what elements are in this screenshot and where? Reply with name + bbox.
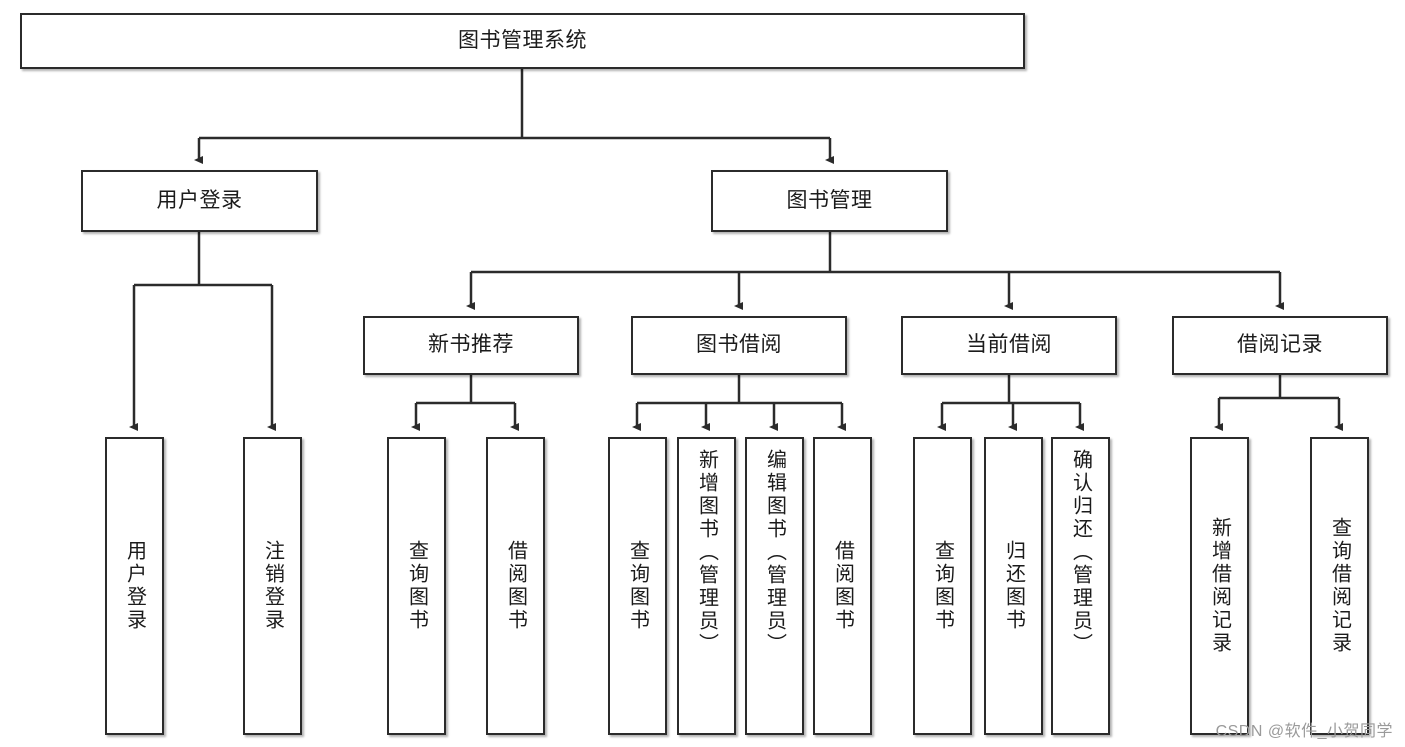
node-leaf-bb-edit[interactable]: 编辑图书（管理员） xyxy=(745,437,804,735)
node-root[interactable]: 图书管理系统 xyxy=(20,13,1025,69)
node-leaf-cb-return-label: 归还图书 xyxy=(1002,540,1025,632)
node-leaf-bb-query-label: 查询图书 xyxy=(626,540,649,632)
node-book-manage-label: 图书管理 xyxy=(786,188,873,212)
node-book-borrow-label: 图书借阅 xyxy=(696,333,782,357)
node-user-login-label: 用户登录 xyxy=(156,188,243,212)
node-leaf-br-add-label: 新增借阅记录 xyxy=(1208,517,1231,655)
csdn-watermark: CSDN @软件_小贺同学 xyxy=(1215,723,1393,740)
node-new-book-rec-label: 新书推荐 xyxy=(428,333,514,357)
node-current-borrow[interactable]: 当前借阅 xyxy=(901,316,1117,375)
node-leaf-cb-confirm[interactable]: 确认归还（管理员） xyxy=(1051,437,1110,735)
node-leaf-cb-confirm-label: 确认归还（管理员） xyxy=(1069,449,1092,656)
node-leaf-user-login-label: 用户登录 xyxy=(123,540,146,632)
node-leaf-bb-borrow-label: 借阅图书 xyxy=(831,540,854,632)
node-leaf-bb-add[interactable]: 新增图书（管理员） xyxy=(677,437,736,735)
node-leaf-bb-add-label: 新增图书（管理员） xyxy=(695,449,718,656)
node-leaf-logout[interactable]: 注销登录 xyxy=(243,437,302,735)
node-borrow-record-label: 借阅记录 xyxy=(1237,333,1323,357)
node-leaf-rec-query-label: 查询图书 xyxy=(405,540,428,632)
node-leaf-bb-query[interactable]: 查询图书 xyxy=(608,437,667,735)
node-leaf-bb-edit-label: 编辑图书（管理员） xyxy=(763,449,786,656)
node-leaf-logout-label: 注销登录 xyxy=(261,540,284,632)
node-current-borrow-label: 当前借阅 xyxy=(966,333,1052,357)
node-leaf-bb-borrow[interactable]: 借阅图书 xyxy=(813,437,872,735)
node-leaf-cb-return[interactable]: 归还图书 xyxy=(984,437,1043,735)
node-user-login[interactable]: 用户登录 xyxy=(81,170,318,232)
node-leaf-rec-borrow[interactable]: 借阅图书 xyxy=(486,437,545,735)
node-leaf-rec-borrow-label: 借阅图书 xyxy=(504,540,527,632)
node-new-book-rec[interactable]: 新书推荐 xyxy=(363,316,579,375)
node-borrow-record[interactable]: 借阅记录 xyxy=(1172,316,1388,375)
node-leaf-cb-query-label: 查询图书 xyxy=(931,540,954,632)
node-leaf-user-login[interactable]: 用户登录 xyxy=(105,437,164,735)
node-leaf-br-query[interactable]: 查询借阅记录 xyxy=(1310,437,1369,735)
node-leaf-cb-query[interactable]: 查询图书 xyxy=(913,437,972,735)
node-root-label: 图书管理系统 xyxy=(458,28,587,52)
node-book-borrow[interactable]: 图书借阅 xyxy=(631,316,847,375)
node-leaf-br-query-label: 查询借阅记录 xyxy=(1328,517,1351,655)
node-leaf-br-add[interactable]: 新增借阅记录 xyxy=(1190,437,1249,735)
node-leaf-rec-query[interactable]: 查询图书 xyxy=(387,437,446,735)
node-book-manage[interactable]: 图书管理 xyxy=(711,170,948,232)
